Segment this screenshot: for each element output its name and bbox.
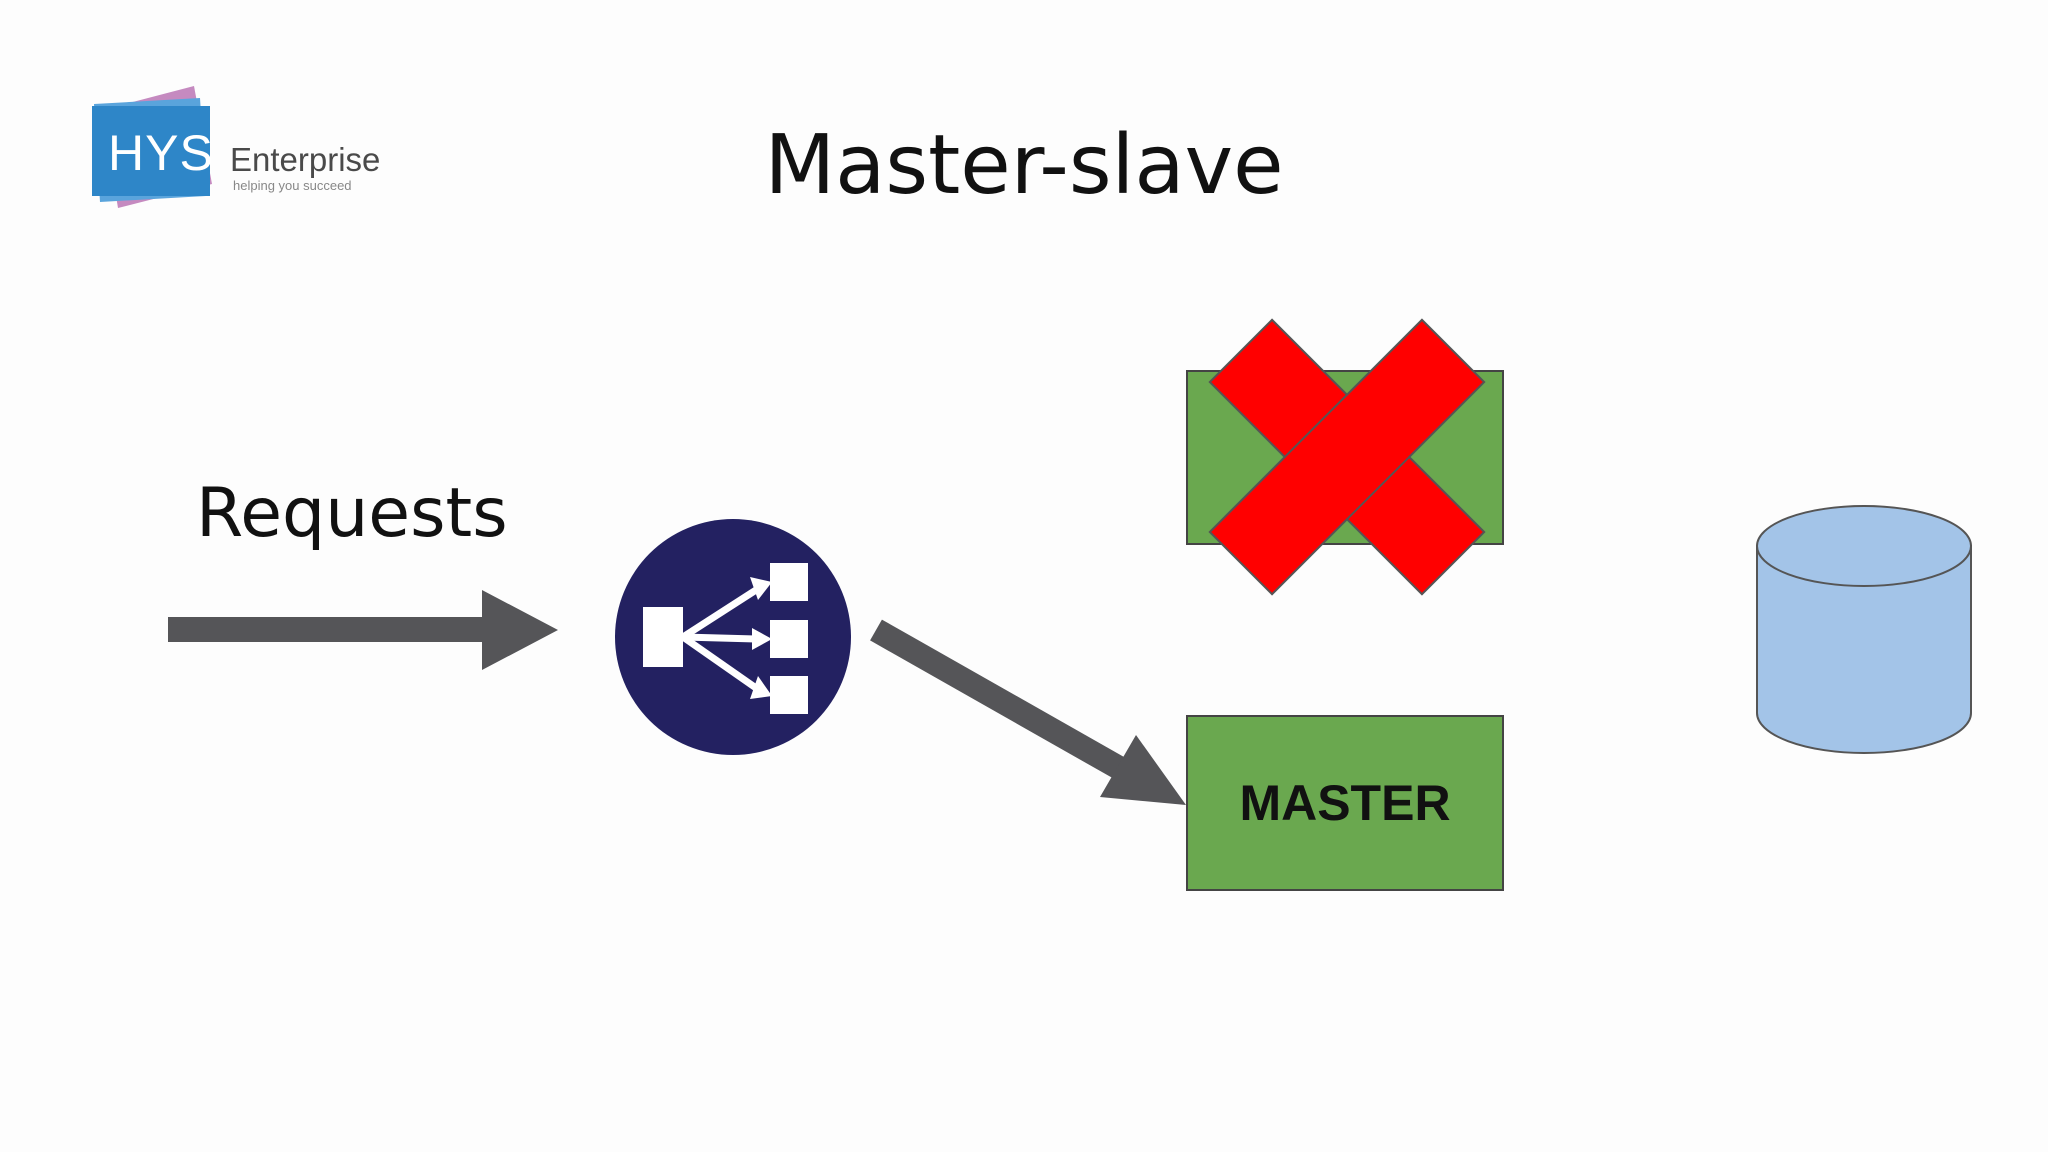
slide-title: Master-slave <box>764 118 1284 213</box>
logo-tagline: helping you succeed <box>233 178 352 193</box>
requests-label: Requests <box>196 474 508 553</box>
database-cylinder-icon <box>1756 505 1972 754</box>
load-balancer-icon <box>615 519 851 755</box>
master-server-box <box>1186 715 1504 891</box>
master-label: MASTER <box>1239 775 1451 831</box>
company-logo: HYS Enterprise helping you succeed <box>88 80 388 220</box>
logo-mark-icon <box>92 86 212 208</box>
routing-arrow <box>870 619 1186 805</box>
logo-mark-text: HYS <box>108 125 214 181</box>
logo-company-name: Enterprise <box>230 141 381 178</box>
requests-arrow <box>168 590 558 670</box>
red-x-icon <box>1208 318 1486 596</box>
